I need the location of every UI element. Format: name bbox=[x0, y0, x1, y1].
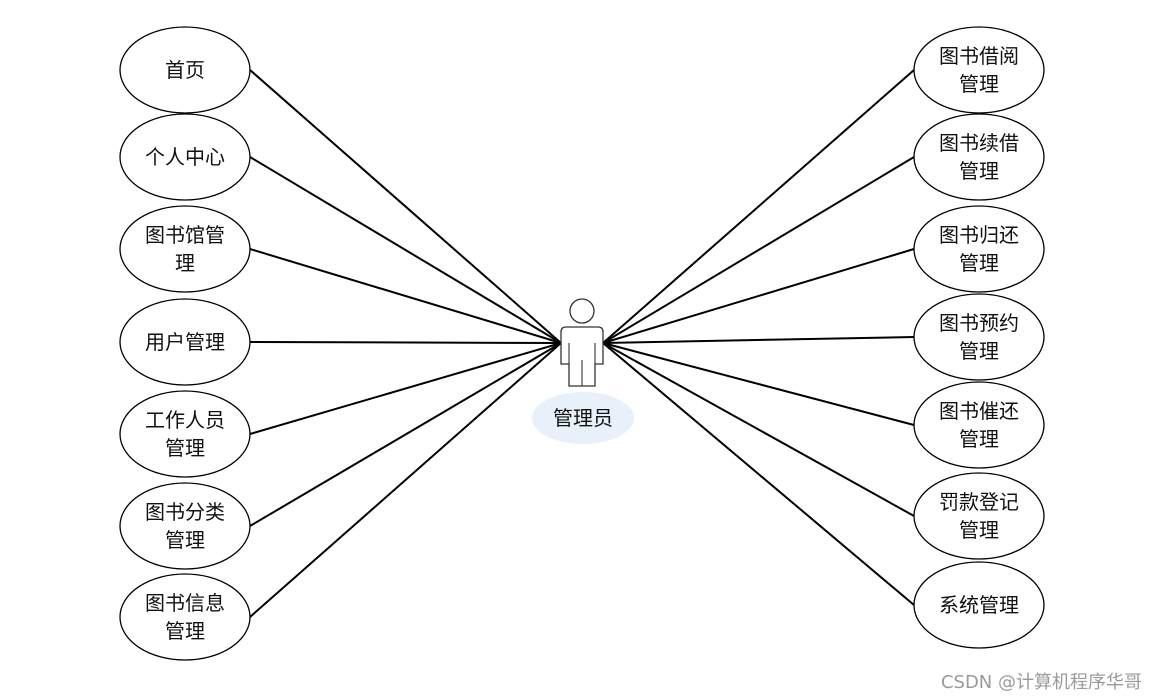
use-case-label-line: 图书借阅 bbox=[939, 44, 1019, 68]
use-case-label-line: 图书分类 bbox=[145, 500, 225, 524]
use-case-label-line: 管理 bbox=[165, 528, 205, 552]
use-case-label-line: 图书信息 bbox=[145, 591, 225, 615]
actor-label: 管理员 bbox=[553, 406, 613, 430]
association-line-reservation-management bbox=[602, 336, 915, 344]
association-line-staff-management bbox=[249, 342, 562, 435]
use-case-label-line: 罚款登记 bbox=[939, 490, 1019, 514]
use-case-label-line: 管理 bbox=[959, 72, 999, 96]
use-case-label-line: 系统管理 bbox=[939, 593, 1019, 617]
use-case-label-line: 图书催还 bbox=[939, 399, 1019, 423]
watermark: CSDN @计算机程序华哥 bbox=[940, 672, 1142, 693]
use-case-system-management[interactable]: 系统管理 bbox=[913, 561, 1045, 649]
use-case-ellipse bbox=[119, 390, 251, 478]
use-case-ellipse bbox=[119, 205, 251, 293]
use-case-ellipse bbox=[913, 472, 1045, 560]
association-line-user-management bbox=[249, 341, 562, 344]
association-line-borrow-management bbox=[602, 69, 915, 344]
use-case-ellipse bbox=[913, 26, 1045, 114]
association-line-return-reminder-management bbox=[602, 342, 915, 426]
actor-admin: 管理员 bbox=[532, 298, 634, 444]
use-case-label-line: 工作人员 bbox=[145, 408, 225, 432]
association-lines bbox=[249, 69, 915, 618]
use-case-ellipse bbox=[913, 113, 1045, 201]
use-case-user-management[interactable]: 用户管理 bbox=[119, 298, 251, 386]
use-case-ellipse bbox=[119, 113, 251, 201]
association-line-personal-center bbox=[249, 156, 562, 344]
association-line-home bbox=[249, 69, 562, 344]
association-line-library-management bbox=[249, 248, 562, 344]
use-case-label-line: 图书预约 bbox=[939, 311, 1019, 335]
use-case-personal-center[interactable]: 个人中心 bbox=[119, 113, 251, 201]
use-case-label-line: 用户管理 bbox=[145, 330, 225, 354]
use-case-label-line: 管理 bbox=[959, 159, 999, 183]
use-case-label-line: 图书续借 bbox=[939, 131, 1019, 155]
association-line-return-management bbox=[602, 248, 915, 344]
use-case-ellipse bbox=[119, 482, 251, 570]
use-case-label-line: 首页 bbox=[165, 58, 205, 82]
use-case-label-line: 理 bbox=[175, 251, 195, 275]
association-line-system-management bbox=[602, 342, 915, 606]
use-case-label-line: 管理 bbox=[959, 518, 999, 542]
use-case-ellipse bbox=[119, 26, 251, 114]
use-case-label-line: 管理 bbox=[165, 619, 205, 643]
use-case-ellipse bbox=[913, 205, 1045, 293]
use-case-label-line: 个人中心 bbox=[145, 145, 225, 169]
actor-head bbox=[569, 298, 595, 324]
use-case-ellipse bbox=[913, 293, 1045, 381]
use-case-ellipse bbox=[119, 298, 251, 386]
actor-label-highlight bbox=[532, 392, 634, 444]
use-case-ellipse bbox=[913, 561, 1045, 649]
use-case-ellipse bbox=[119, 573, 251, 661]
association-line-fine-registration-management bbox=[602, 342, 915, 517]
use-case-label-line: 图书归还 bbox=[939, 223, 1019, 247]
use-case-label-line: 管理 bbox=[959, 427, 999, 451]
use-case-label-line: 图书馆管 bbox=[145, 223, 225, 247]
use-case-home[interactable]: 首页 bbox=[119, 26, 251, 114]
use-case-label-line: 管理 bbox=[165, 436, 205, 460]
association-line-book-info-management bbox=[249, 342, 562, 618]
association-line-book-category-management bbox=[249, 342, 562, 527]
actor-body bbox=[560, 326, 604, 387]
use-case-label-line: 管理 bbox=[959, 339, 999, 363]
use-case-label-line: 管理 bbox=[959, 251, 999, 275]
use-case-ellipse bbox=[913, 381, 1045, 469]
association-line-renew-management bbox=[602, 156, 915, 344]
